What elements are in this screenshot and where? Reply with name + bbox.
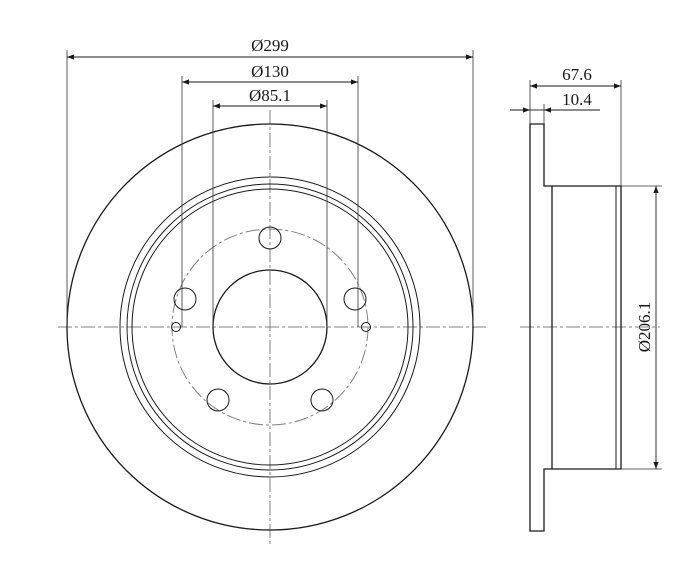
front-view — [58, 110, 488, 545]
center-bore-label: Ø85.1 — [249, 86, 291, 105]
disc-thickness-label: 10.4 — [562, 90, 592, 109]
bolt-hole — [343, 287, 367, 311]
overall-height-label: 67.6 — [562, 65, 592, 84]
side-view — [520, 123, 660, 532]
dimension-bolt-circle: Ø130 — [181, 62, 359, 327]
bolt-hole — [310, 388, 334, 412]
bolt-circle-label: Ø130 — [251, 62, 289, 81]
hat-diameter-label: Ø206.1 — [635, 302, 654, 353]
dimension-disc-thickness: 10.4 — [510, 90, 600, 124]
dimension-overall-height: 67.6 — [529, 65, 622, 186]
dimension-hat-diameter: Ø206.1 — [621, 185, 662, 470]
bolt-hole — [206, 388, 230, 412]
locating-hole — [361, 322, 371, 332]
friction-ring-inner-edge — [119, 176, 421, 478]
dimension-center-bore: Ø85.1 — [212, 86, 328, 327]
hat-step-outer — [126, 183, 414, 471]
hat-step-inner — [131, 188, 409, 466]
locating-hole — [171, 322, 181, 332]
dimension-outer-diameter: Ø299 — [66, 36, 474, 327]
hat-profile — [552, 185, 622, 470]
bolt-hole — [173, 287, 197, 311]
bolt-hole — [258, 226, 282, 250]
outer-diameter-label: Ø299 — [251, 36, 289, 55]
